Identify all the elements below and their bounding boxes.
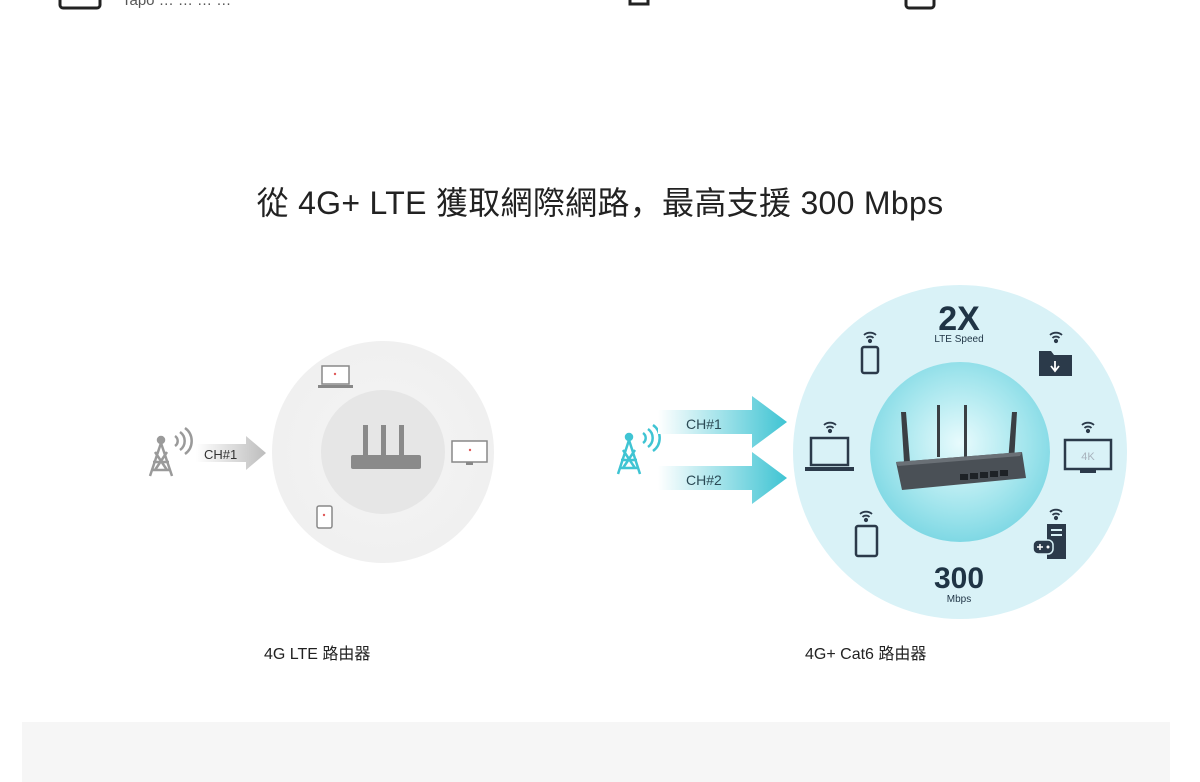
- wifi-icon: [1049, 508, 1063, 521]
- wifi-icon: [859, 510, 873, 523]
- right-caption: 4G+ Cat6 路由器: [805, 646, 927, 663]
- left-channel-label: CH#1: [204, 447, 237, 462]
- device-icon: [628, 0, 650, 6]
- wifi-icon: [1081, 421, 1095, 434]
- monitor-icon: [451, 440, 488, 465]
- right-diagram: CH#1 CH#2 2X LTE Speed 300 Mbps: [616, 285, 1127, 619]
- wifi-icon: [1049, 331, 1063, 344]
- phone-icon: [860, 345, 880, 375]
- right-channel-arrow-1: [658, 396, 787, 448]
- speed-multiplier: 2X: [938, 300, 980, 338]
- tv-icon: [1063, 438, 1113, 473]
- left-caption: 4G LTE 路由器: [264, 646, 371, 663]
- right-channel-label-2: CH#2: [686, 472, 722, 488]
- folder-download-icon: [1039, 351, 1072, 376]
- left-diagram: CH#1: [148, 341, 494, 563]
- router-icon: [351, 425, 421, 469]
- laptop-icon: [318, 365, 353, 388]
- laptop-icon: [805, 436, 854, 471]
- tv-badge: 4K: [1081, 451, 1095, 463]
- top-strip: Tapo … … … …: [0, 0, 1200, 14]
- rate-value: 300: [934, 562, 984, 595]
- cell-tower-icon: [616, 423, 661, 475]
- right-channel-label-1: CH#1: [686, 416, 722, 432]
- wifi-icon: [863, 331, 877, 344]
- tablet-icon: [854, 524, 879, 558]
- page-headline: 從 4G+ LTE 獲取網際網路，最高支援 300 Mbps: [256, 185, 944, 221]
- right-channel-arrow-2: [658, 452, 787, 504]
- footer-band: [22, 722, 1170, 782]
- cell-tower-icon: [148, 426, 193, 477]
- rate-unit: Mbps: [947, 594, 971, 605]
- router-icon: [896, 405, 1026, 490]
- wifi-icon: [823, 421, 837, 434]
- game-console-icon: [1032, 524, 1066, 559]
- device-icon: [904, 0, 936, 10]
- device-icon: [58, 0, 102, 10]
- right-coverage-core: [870, 362, 1050, 542]
- speed-label: LTE Speed: [934, 334, 983, 345]
- tablet-icon: [316, 505, 333, 529]
- left-channel-arrow: [196, 436, 266, 470]
- top-strip-text: Tapo … … … …: [122, 0, 232, 9]
